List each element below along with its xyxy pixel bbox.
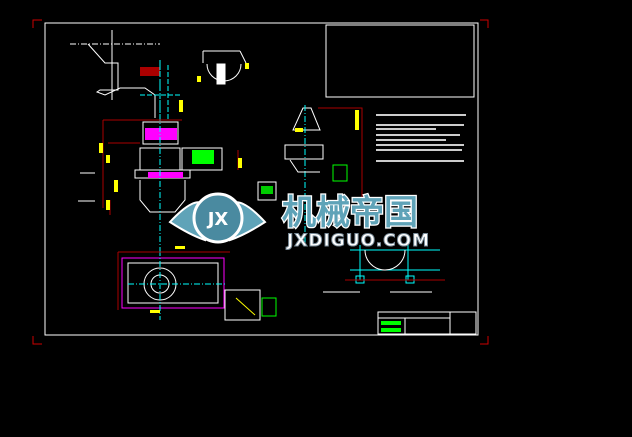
title-block (377, 311, 477, 335)
section-detail-view (197, 50, 249, 85)
watermark-chinese: 机械帝国 (282, 193, 418, 233)
notes-box (325, 24, 475, 98)
technical-notes (376, 114, 466, 162)
logo-letters: JX (206, 209, 229, 230)
drawing-border (44, 22, 479, 336)
watermark-logo: JX 机械帝国 JXDIGUO.COM (168, 192, 430, 252)
side-elevation-view (284, 105, 363, 245)
watermark-domain: JXDIGUO.COM (286, 231, 430, 251)
gear-icon (192, 192, 244, 244)
front-elevation-view (70, 30, 277, 250)
foundation-view (323, 245, 445, 293)
sheet-corner-marks (32, 19, 489, 345)
plan-view (117, 246, 277, 321)
